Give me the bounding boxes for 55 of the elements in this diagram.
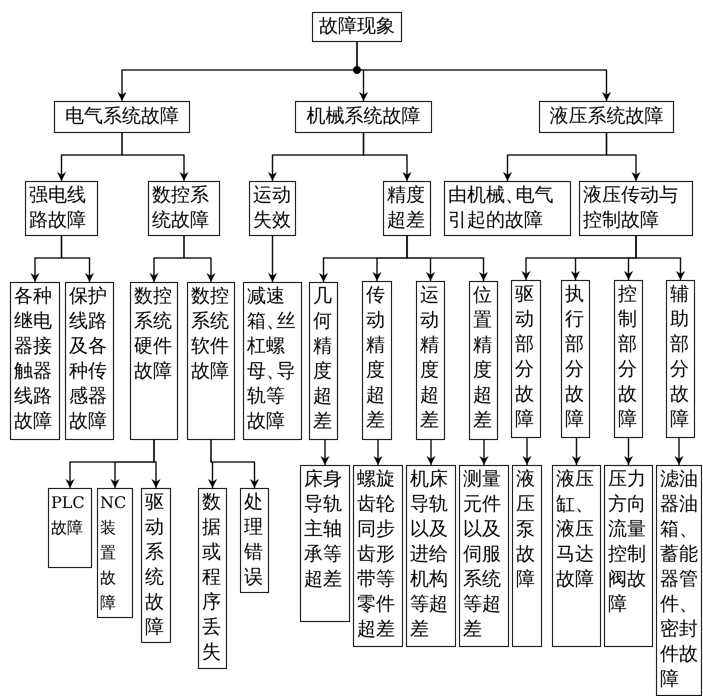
fault-box: PLC故障 [48, 488, 92, 568]
fault-box: 驱动系统故障 [141, 488, 171, 643]
arrow [635, 236, 685, 280]
fault-box: 驱动部分故障 [511, 280, 541, 438]
fault-box: 机床导轨以及进给机构等超差 [406, 465, 456, 647]
fault-box: 数据或程序丢失 [198, 488, 227, 669]
fault-box: 精度超差 [383, 181, 431, 236]
fault-box: NC装置故障 [97, 488, 133, 618]
fault-box: 螺旋齿轮同步齿形带等零件超差 [353, 465, 403, 647]
fault-box: 数控系统软件故障 [187, 282, 235, 440]
fault-box: 机械系统故障 [295, 101, 432, 133]
fault-box: 处理错误 [240, 488, 269, 593]
arrow [183, 236, 216, 282]
fault-box: 运动失效 [249, 181, 296, 236]
arrow [674, 438, 684, 465]
fault-box: 由机械、电气引起的故障 [444, 181, 571, 236]
arrow [406, 236, 488, 281]
fault-box: 执行部分故障 [561, 280, 590, 438]
arrow [60, 236, 94, 282]
fault-box: 液压传动与控制故障 [579, 181, 693, 236]
arrow [362, 133, 412, 181]
fault-box: 液压缸、液压马达故障 [552, 465, 601, 647]
arrow [121, 133, 188, 181]
fault-box: 位置精度超差 [469, 281, 498, 440]
fault-box: 数控系统故障 [148, 181, 220, 236]
arrow [480, 440, 488, 465]
fault-box: 辅助部分故障 [666, 280, 695, 438]
fault-box: 床身导轨主轴承等超差 [300, 465, 350, 622]
fault-box: 控制部分故障 [614, 280, 643, 438]
arrow [624, 438, 633, 465]
fault-box: 减速箱、丝杠螺母、导轨等故障 [243, 282, 302, 440]
fault-box: 故障现象 [312, 12, 402, 42]
arrow [374, 440, 382, 465]
fault-box: 各种继电器接触器线路故障 [10, 282, 60, 440]
arrow [320, 440, 330, 465]
fault-box: 运动精度超差 [416, 281, 445, 440]
arrow [152, 440, 160, 488]
arrow [210, 440, 259, 488]
fault-box: 强电线路故障 [25, 181, 98, 236]
fault-box: 测量元件以及伺服系统等超差 [459, 465, 509, 647]
arrow [572, 438, 581, 465]
fault-box: 液压泵故障 [512, 465, 542, 647]
fault-box: 数控系统硬件故障 [130, 282, 178, 440]
arrow [606, 133, 640, 181]
fault-box: 保护线路及各种传感器故障 [65, 282, 114, 440]
fault-box: 几何精度超差 [309, 282, 338, 440]
arrow [426, 440, 436, 465]
fault-box: 压力方向流量控制阀故障 [604, 465, 653, 647]
arrow [268, 236, 277, 282]
arrow [356, 42, 611, 101]
arrow [522, 438, 532, 465]
fault-box: 传动精度超差 [362, 281, 392, 440]
fault-box: 滤油器油箱、蓄能器管件、密封件故障 [656, 465, 702, 696]
fault-box: 电气系统故障 [54, 101, 190, 133]
fault-box: 液压系统故障 [539, 101, 674, 133]
